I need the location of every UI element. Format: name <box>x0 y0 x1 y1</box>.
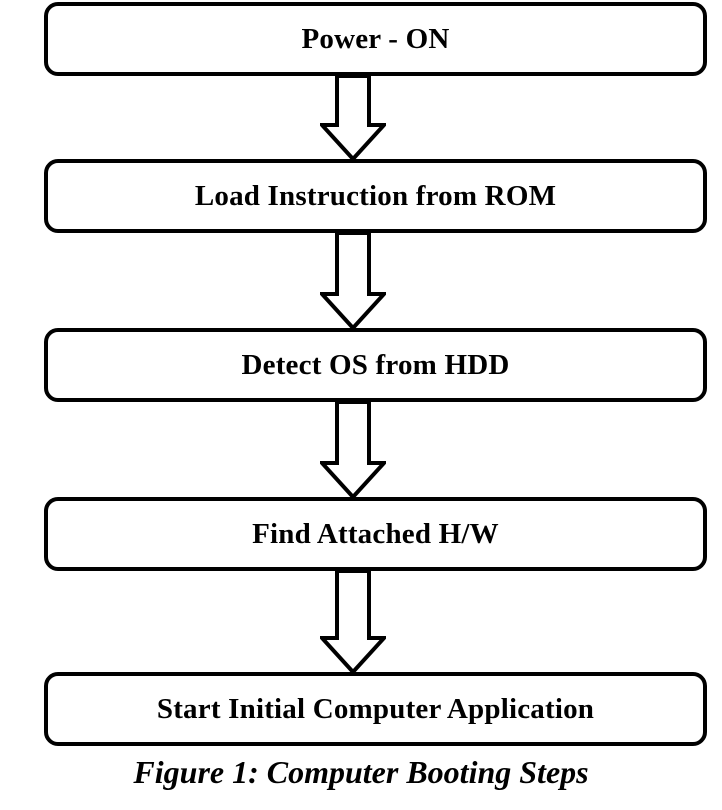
flow-node-detect-os-from-hdd: Detect OS from HDD <box>44 328 707 402</box>
flow-connector-4-arrow-down-icon <box>320 571 386 672</box>
figure-caption: Figure 1: Computer Booting Steps <box>133 754 589 790</box>
flow-node-label: Find Attached H/W <box>252 517 499 550</box>
flow-connector-1-arrow-down-icon <box>320 76 386 159</box>
flow-connector-2-arrow-down-icon <box>320 233 386 328</box>
flow-node-label: Detect OS from HDD <box>241 348 510 381</box>
flow-node-power-on: Power - ON <box>44 2 707 76</box>
flow-connector-3-arrow-down-icon <box>320 402 386 497</box>
flow-node-label: Power - ON <box>301 22 450 55</box>
flow-node-find-attached-hw: Find Attached H/W <box>44 497 707 571</box>
flow-node-label: Load Instruction from ROM <box>194 179 557 212</box>
flow-node-load-instruction-from-rom: Load Instruction from ROM <box>44 159 707 233</box>
flow-node-label: Start Initial Computer Application <box>156 692 595 725</box>
flow-node-start-initial-computer-application: Start Initial Computer Application <box>44 672 707 746</box>
